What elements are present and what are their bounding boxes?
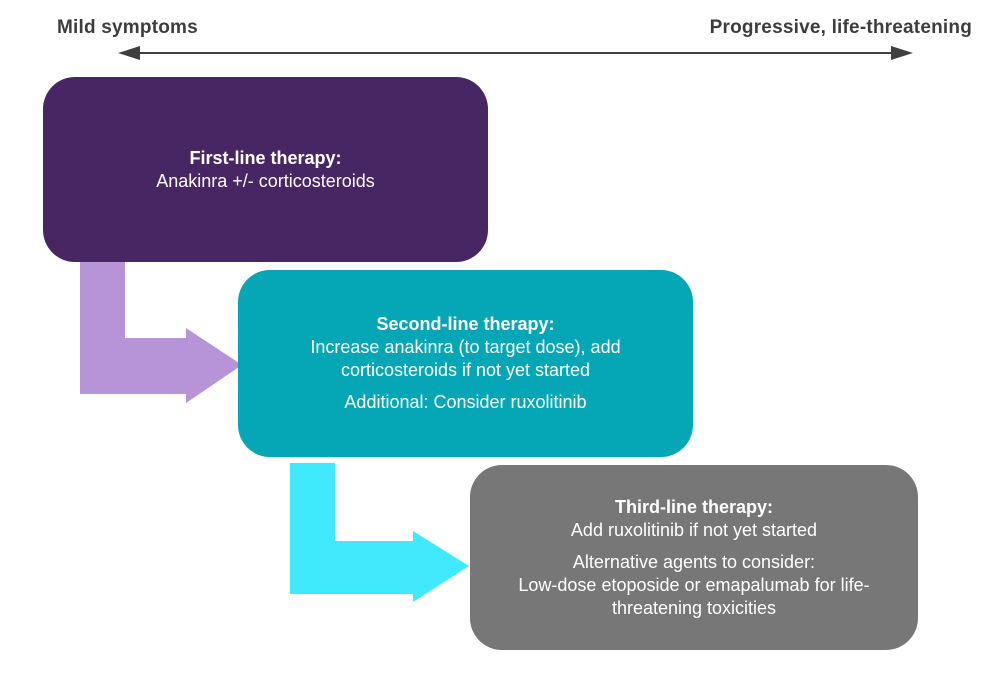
axis-left-arrowhead-icon — [118, 46, 140, 60]
third-line-alternative-text: Alternative agents to consider: — [572, 551, 816, 572]
arrow-first-to-second-icon — [80, 261, 242, 403]
arrow-second-to-third-icon — [290, 463, 469, 602]
axis-right-arrowhead-icon — [891, 46, 913, 60]
progressive-life-threatening-label: Progressive, life-threatening — [709, 17, 972, 38]
second-line-therapy-box: Second-line therapy: Increase anakinra (… — [238, 270, 693, 457]
second-line-additional-text: Additional: Consider ruxolitinib — [344, 392, 587, 412]
mild-symptoms-label: Mild symptoms — [57, 17, 198, 38]
second-line-therapy-text: corticosteroids if not yet started — [340, 360, 591, 380]
first-line-therapy-box: First-line therapy: Anakinra +/- cortico… — [43, 77, 488, 262]
first-line-therapy-text: Anakinra +/- corticosteroids — [156, 170, 375, 191]
severity-axis-double-arrow-icon — [118, 46, 913, 60]
first-line-therapy-title: First-line therapy: — [189, 147, 342, 168]
third-line-alternative-text: Low-dose etoposide or emapalumab for lif… — [518, 574, 870, 595]
second-line-therapy-text: Increase anakinra (to target dose), add — [310, 337, 621, 357]
third-line-alternative-text: threatening toxicities — [611, 597, 777, 618]
third-line-therapy-title: Third-line therapy: — [614, 496, 773, 517]
third-line-therapy-text: Add ruxolitinib if not yet started — [570, 519, 818, 540]
second-line-therapy-title: Second-line therapy: — [376, 314, 555, 334]
third-line-therapy-box: Third-line therapy: Add ruxolitinib if n… — [470, 465, 918, 650]
